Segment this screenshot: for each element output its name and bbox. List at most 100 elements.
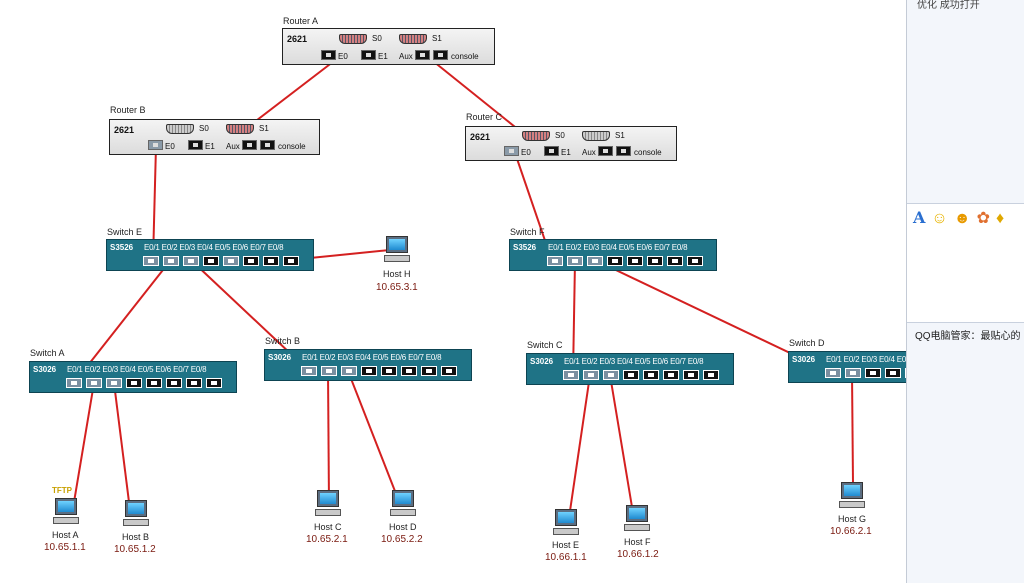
router-b-s0-label: S0 — [199, 124, 209, 133]
router-c-console-label: console — [634, 148, 662, 157]
host-g-icon[interactable] — [837, 482, 867, 512]
router-c-console-port[interactable] — [616, 146, 631, 156]
switch-c-port-6[interactable] — [663, 370, 679, 380]
router-b-e0-port[interactable] — [148, 140, 163, 150]
switch-e-port-8[interactable] — [283, 256, 299, 266]
router-b-console-port[interactable] — [260, 140, 275, 150]
font-format-icon[interactable]: A — [913, 208, 926, 227]
switch-e-port-3[interactable] — [183, 256, 199, 266]
switch-b-port-1[interactable] — [301, 366, 317, 376]
switch-e-port-6[interactable] — [243, 256, 259, 266]
host-c-icon[interactable] — [313, 490, 343, 520]
switch-c-port-5[interactable] — [643, 370, 659, 380]
switch-f-port-5[interactable] — [627, 256, 643, 266]
switch-e-label: Switch E — [107, 227, 143, 237]
router-a[interactable]: 2621 S0 S1 E0 E1 Aux console — [282, 28, 495, 65]
switch-f-port-6[interactable] — [647, 256, 663, 266]
switch-b-port-4[interactable] — [361, 366, 377, 376]
router-b-e1-port[interactable] — [188, 140, 203, 150]
switch-e-port-7[interactable] — [263, 256, 279, 266]
router-c-s0-port[interactable] — [522, 131, 550, 141]
switch-c-port-7[interactable] — [683, 370, 699, 380]
switch-a[interactable]: S3026 E0/1 E0/2 E0/3 E0/4 E0/5 E0/6 E0/7… — [29, 361, 237, 393]
switch-c-port-1[interactable] — [563, 370, 579, 380]
host-e-icon[interactable] — [551, 509, 581, 539]
router-a-s0-port[interactable] — [339, 34, 367, 44]
switch-b-port-5[interactable] — [381, 366, 397, 376]
sticker-icon[interactable]: ✿ — [976, 210, 991, 227]
thumbs-up-icon[interactable]: ♦ — [996, 210, 1005, 227]
switch-f-port-8[interactable] — [687, 256, 703, 266]
switch-c-port-2[interactable] — [583, 370, 599, 380]
router-c-e0-port[interactable] — [504, 146, 519, 156]
switch-b-port-2[interactable] — [321, 366, 337, 376]
switch-f-port-3[interactable] — [587, 256, 603, 266]
switch-f-port-2[interactable] — [567, 256, 583, 266]
switch-b-port-8[interactable] — [441, 366, 457, 376]
switch-c-port-3[interactable] — [603, 370, 619, 380]
host-h-icon[interactable] — [382, 236, 412, 266]
switch-d-port-4[interactable] — [885, 368, 901, 378]
switch-d-port-2[interactable] — [845, 368, 861, 378]
switch-b-port-7[interactable] — [421, 366, 437, 376]
switch-e[interactable]: S3526 E0/1 E0/2 E0/3 E0/4 E0/5 E0/6 E0/7… — [106, 239, 314, 271]
switch-c-port-8[interactable] — [703, 370, 719, 380]
switch-a-port-5[interactable] — [146, 378, 162, 388]
switch-a-model: S3026 — [33, 365, 57, 374]
router-a-console-port[interactable] — [433, 50, 448, 60]
switch-a-port-4[interactable] — [126, 378, 142, 388]
switch-a-port-6[interactable] — [166, 378, 182, 388]
emoji-icon[interactable]: ☻ — [953, 210, 971, 227]
switch-b[interactable]: S3026 E0/1 E0/2 E0/3 E0/4 E0/5 E0/6 E0/7… — [264, 349, 472, 381]
router-c-s1-port[interactable] — [582, 131, 610, 141]
host-g-ip: 10.66.2.1 — [830, 526, 872, 537]
switch-d-port-3[interactable] — [865, 368, 881, 378]
switch-f-port-1[interactable] — [547, 256, 563, 266]
switch-a-port-2[interactable] — [86, 378, 102, 388]
router-c-aux-label: Aux — [582, 148, 596, 157]
switch-f[interactable]: S3526 E0/1 E0/2 E0/3 E0/4 E0/5 E0/6 E0/7… — [509, 239, 717, 271]
switch-e-port-5[interactable] — [223, 256, 239, 266]
switch-a-port-1[interactable] — [66, 378, 82, 388]
router-b-s1-port[interactable] — [226, 124, 254, 134]
router-b-s0-port[interactable] — [166, 124, 194, 134]
host-f-icon[interactable] — [622, 505, 652, 535]
switch-b-port-3[interactable] — [341, 366, 357, 376]
host-h-label: Host H — [383, 269, 411, 279]
router-b-model: 2621 — [114, 125, 135, 135]
host-a-icon[interactable] — [51, 498, 81, 528]
switch-d-port-1[interactable] — [825, 368, 841, 378]
host-d-ip: 10.65.2.2 — [381, 534, 423, 545]
smiley-icon[interactable]: ☺ — [931, 210, 948, 227]
router-a-e1-port[interactable] — [361, 50, 376, 60]
router-b-aux-label: Aux — [226, 142, 240, 151]
router-c[interactable]: 2621 S0 S1 E0 E1 Aux console — [465, 126, 677, 161]
switch-e-port-2[interactable] — [163, 256, 179, 266]
router-c-e1-port[interactable] — [544, 146, 559, 156]
chat-toolbar: A ☺ ☻ ✿ ♦ — [913, 208, 1024, 228]
switch-c[interactable]: S3026 E0/1 E0/2 E0/3 E0/4 E0/5 E0/6 E0/7… — [526, 353, 734, 385]
router-a-e0-port[interactable] — [321, 50, 336, 60]
chat-input-area[interactable] — [907, 203, 1024, 323]
switch-e-port-1[interactable] — [143, 256, 159, 266]
switch-a-port-8[interactable] — [206, 378, 222, 388]
switch-a-port-3[interactable] — [106, 378, 122, 388]
host-d-icon[interactable] — [388, 490, 418, 520]
host-b-icon[interactable] — [121, 500, 151, 530]
switch-b-label: Switch B — [265, 336, 301, 346]
switch-e-port-4[interactable] — [203, 256, 219, 266]
router-a-aux-port[interactable] — [415, 50, 430, 60]
router-b-aux-port[interactable] — [242, 140, 257, 150]
switch-f-port-4[interactable] — [607, 256, 623, 266]
switch-a-port-7[interactable] — [186, 378, 202, 388]
switch-c-port-4[interactable] — [623, 370, 639, 380]
router-b[interactable]: 2621 S0 S1 E0 E1 Aux console — [109, 119, 320, 155]
router-a-console-label: console — [451, 52, 479, 61]
switch-f-port-7[interactable] — [667, 256, 683, 266]
router-a-s1-port[interactable] — [399, 34, 427, 44]
router-c-aux-port[interactable] — [598, 146, 613, 156]
switch-b-port-6[interactable] — [401, 366, 417, 376]
router-c-e0-label: E0 — [521, 148, 531, 157]
link-switch-b-to-host-d — [347, 370, 401, 505]
